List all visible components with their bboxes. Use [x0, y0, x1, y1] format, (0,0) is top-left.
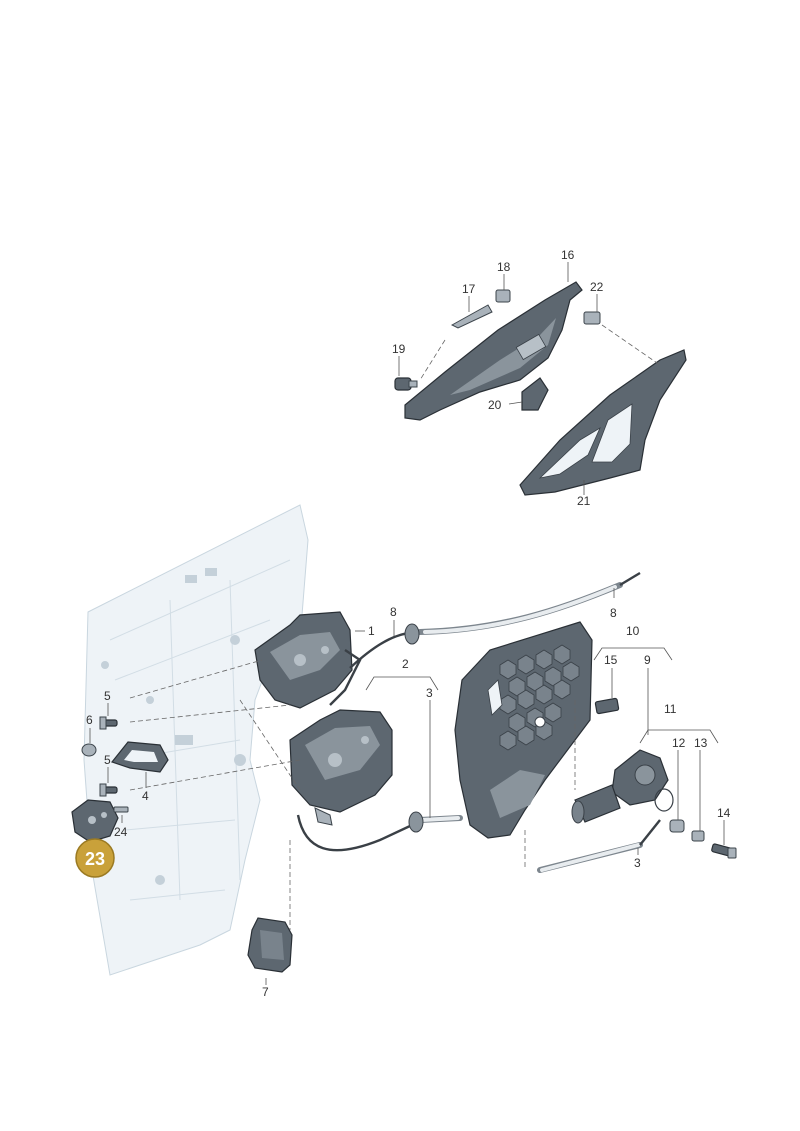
callout-4: 4 — [142, 789, 149, 803]
callout-1: 1 — [368, 624, 375, 638]
callout-13: 13 — [694, 736, 708, 750]
screw-24 — [113, 806, 129, 813]
callout-18: 18 — [497, 260, 511, 274]
callout-16: 16 — [561, 248, 575, 262]
callout-14: 14 — [717, 806, 731, 820]
pad-15 — [594, 697, 620, 715]
handle-carrier-16 — [404, 281, 583, 421]
door-lock-1 — [254, 611, 362, 709]
callout-17: 17 — [462, 282, 476, 296]
callout-12: 12 — [672, 736, 686, 750]
callout-11: 11 — [664, 702, 677, 716]
window-regulator-10 — [454, 621, 593, 839]
grommet-12 — [669, 819, 685, 833]
screw-19 — [394, 377, 418, 391]
callout-3-upper: 3 — [426, 686, 433, 700]
door-inner-panel — [83, 504, 309, 976]
striker-plate-23 — [71, 799, 119, 843]
bolt-14 — [711, 843, 737, 859]
door-window-motor-11 — [571, 749, 674, 824]
callout-21: 21 — [577, 494, 591, 508]
check-strap-4 — [110, 741, 169, 773]
callout-19: 19 — [392, 342, 406, 356]
callout-24: 24 — [114, 825, 128, 839]
callout-10: 10 — [626, 624, 640, 638]
callout-2: 2 — [402, 657, 409, 671]
badge-label: 23 — [85, 849, 105, 869]
callout-8-left: 8 — [390, 605, 397, 619]
lock-cover-7 — [247, 917, 293, 973]
callout-5-lower: 5 — [104, 753, 111, 767]
callout-7: 7 — [262, 985, 269, 999]
callout-9: 9 — [644, 653, 651, 667]
callout-6: 6 — [86, 713, 93, 727]
callout-labels: 16 18 17 22 19 20 21 8 8 1 10 2 15 9 3 1… — [86, 248, 731, 999]
bolt-5-lower — [99, 783, 118, 797]
callout-8-right: 8 — [610, 606, 617, 620]
callout-5-upper: 5 — [104, 689, 111, 703]
leader-lines — [89, 262, 725, 985]
callout-22: 22 — [590, 280, 604, 294]
grip-cover-17 — [450, 304, 493, 329]
cap-20 — [521, 377, 549, 411]
regulator-honeycomb — [499, 644, 580, 751]
callout-15: 15 — [604, 653, 618, 667]
bolt-5-upper — [99, 716, 118, 730]
handle-trim-21 — [519, 349, 687, 496]
door-lock-2 — [289, 709, 393, 826]
nut-13 — [691, 830, 705, 842]
washer-6 — [81, 743, 97, 757]
cables — [296, 571, 661, 873]
clip-22 — [583, 311, 601, 325]
bolt-18 — [495, 289, 511, 303]
callout-3-lower: 3 — [634, 856, 641, 870]
callout-20: 20 — [488, 398, 502, 412]
highlight-badge: 23 — [75, 838, 115, 878]
